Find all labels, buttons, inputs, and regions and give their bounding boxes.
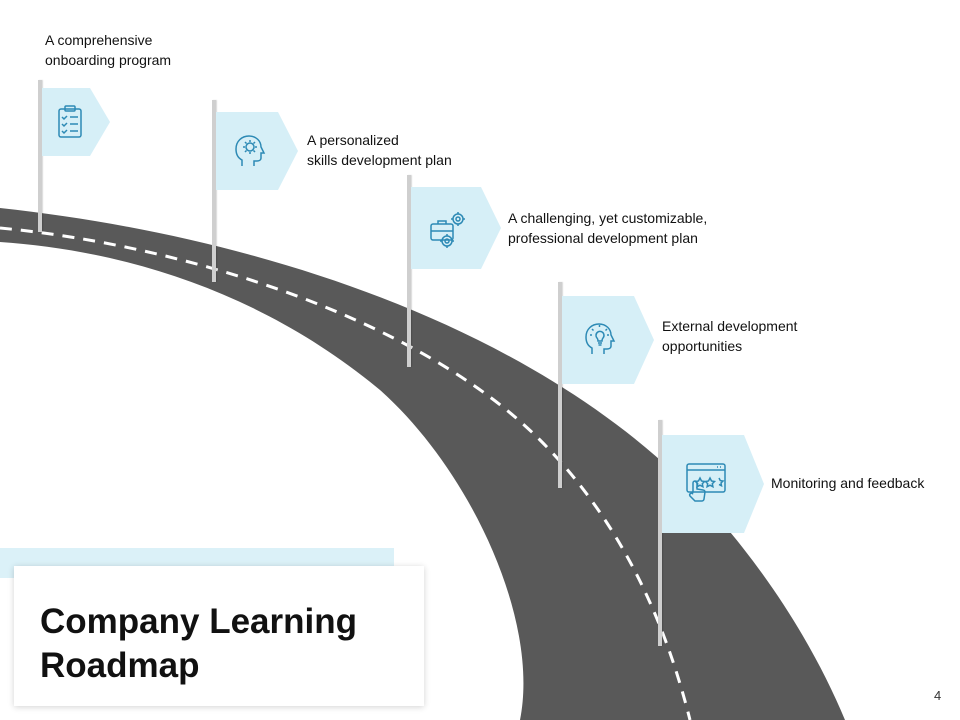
rating-click-icon	[684, 461, 728, 505]
milestone-label-4: External development opportunities	[662, 318, 798, 354]
flag-3	[411, 187, 501, 269]
milestone-label-1: A comprehensive onboarding program	[45, 32, 172, 68]
flag-pole-2	[212, 100, 216, 282]
flag-2	[216, 112, 298, 190]
milestone-label-3: A challenging, yet customizable, profess…	[508, 210, 708, 246]
flag-pole-4	[558, 282, 562, 488]
flag-5	[662, 435, 764, 533]
head-lightbulb-icon	[582, 320, 618, 356]
flag-pole-1	[38, 80, 42, 232]
flag-4	[562, 296, 654, 384]
flag-1	[42, 88, 110, 156]
milestone-label-2: A personalized skills development plan	[307, 132, 452, 168]
page-title: Company Learning Roadmap	[40, 602, 357, 685]
road-center-dashes	[0, 226, 692, 720]
page-number: 4	[934, 688, 942, 703]
flag-pole-3	[407, 175, 411, 367]
clipboard-checklist-icon	[52, 104, 88, 140]
head-gear-icon	[232, 133, 268, 169]
title-card: Company Learning Roadmap	[14, 566, 424, 706]
road-surface	[0, 208, 845, 720]
briefcase-gears-icon	[429, 210, 465, 248]
milestone-label-5: Monitoring and feedback	[771, 475, 925, 491]
flag-pole-5	[658, 420, 662, 646]
